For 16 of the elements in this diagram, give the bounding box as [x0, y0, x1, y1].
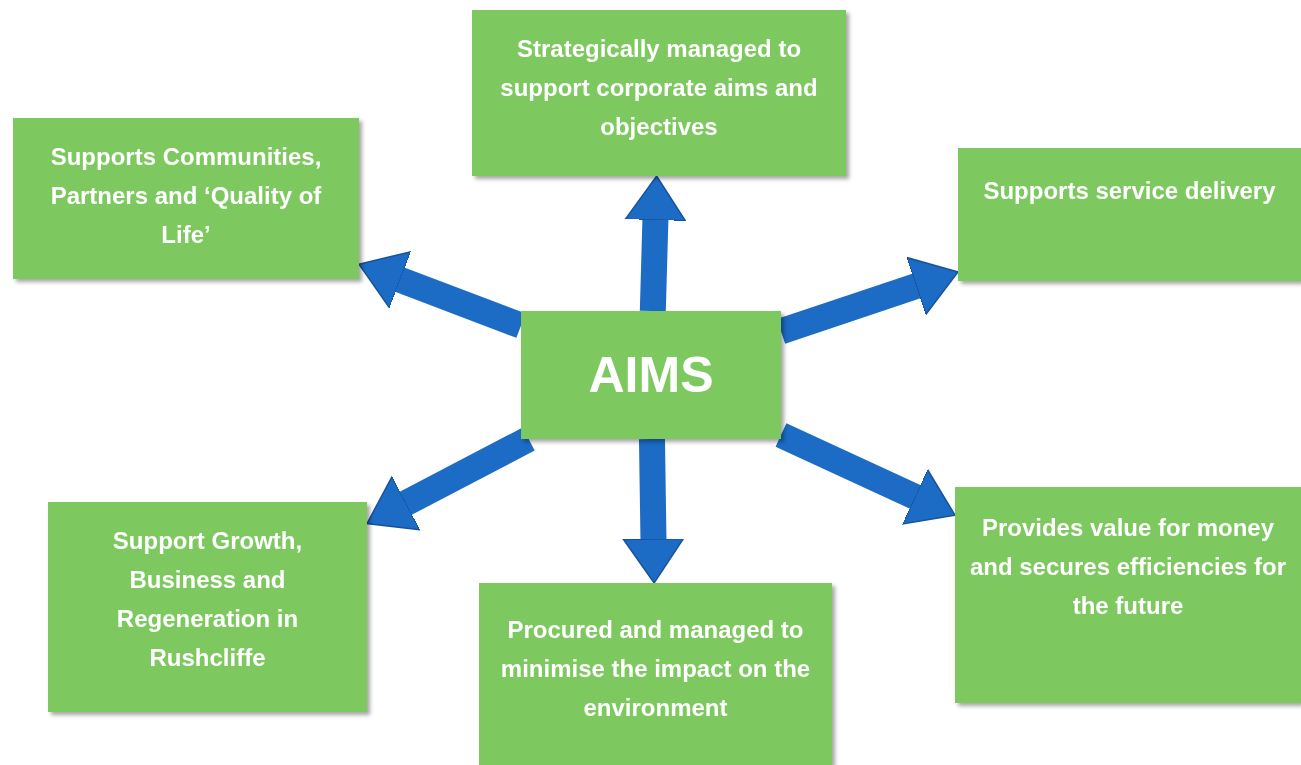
aim-box: [955, 487, 1301, 703]
aim-box: [479, 583, 832, 765]
aim-box: [958, 148, 1301, 281]
aim-text: Support Growth, Business and Regeneration in Rushcliffe: [111, 526, 304, 673]
aim-text: Supports service delivery: [983, 176, 1276, 206]
aim-box: [13, 118, 359, 279]
central-title: AIMS: [588, 345, 714, 405]
aim-text: Supports Communities, Partners and ‘Quality of Life’: [49, 142, 323, 250]
aim-box: [472, 10, 846, 176]
aim-text: Procured and managed to minimise the impact on the environment: [499, 615, 812, 723]
aim-text: Strategically managed to support corporate aims and objectives: [499, 34, 819, 142]
block-arrow: [622, 438, 685, 584]
aim-text: Provides value for money and secures efficiencies for the future: [969, 513, 1287, 621]
central-box: [521, 311, 781, 439]
aim-box: [48, 502, 367, 712]
block-arrow: [624, 175, 687, 312]
